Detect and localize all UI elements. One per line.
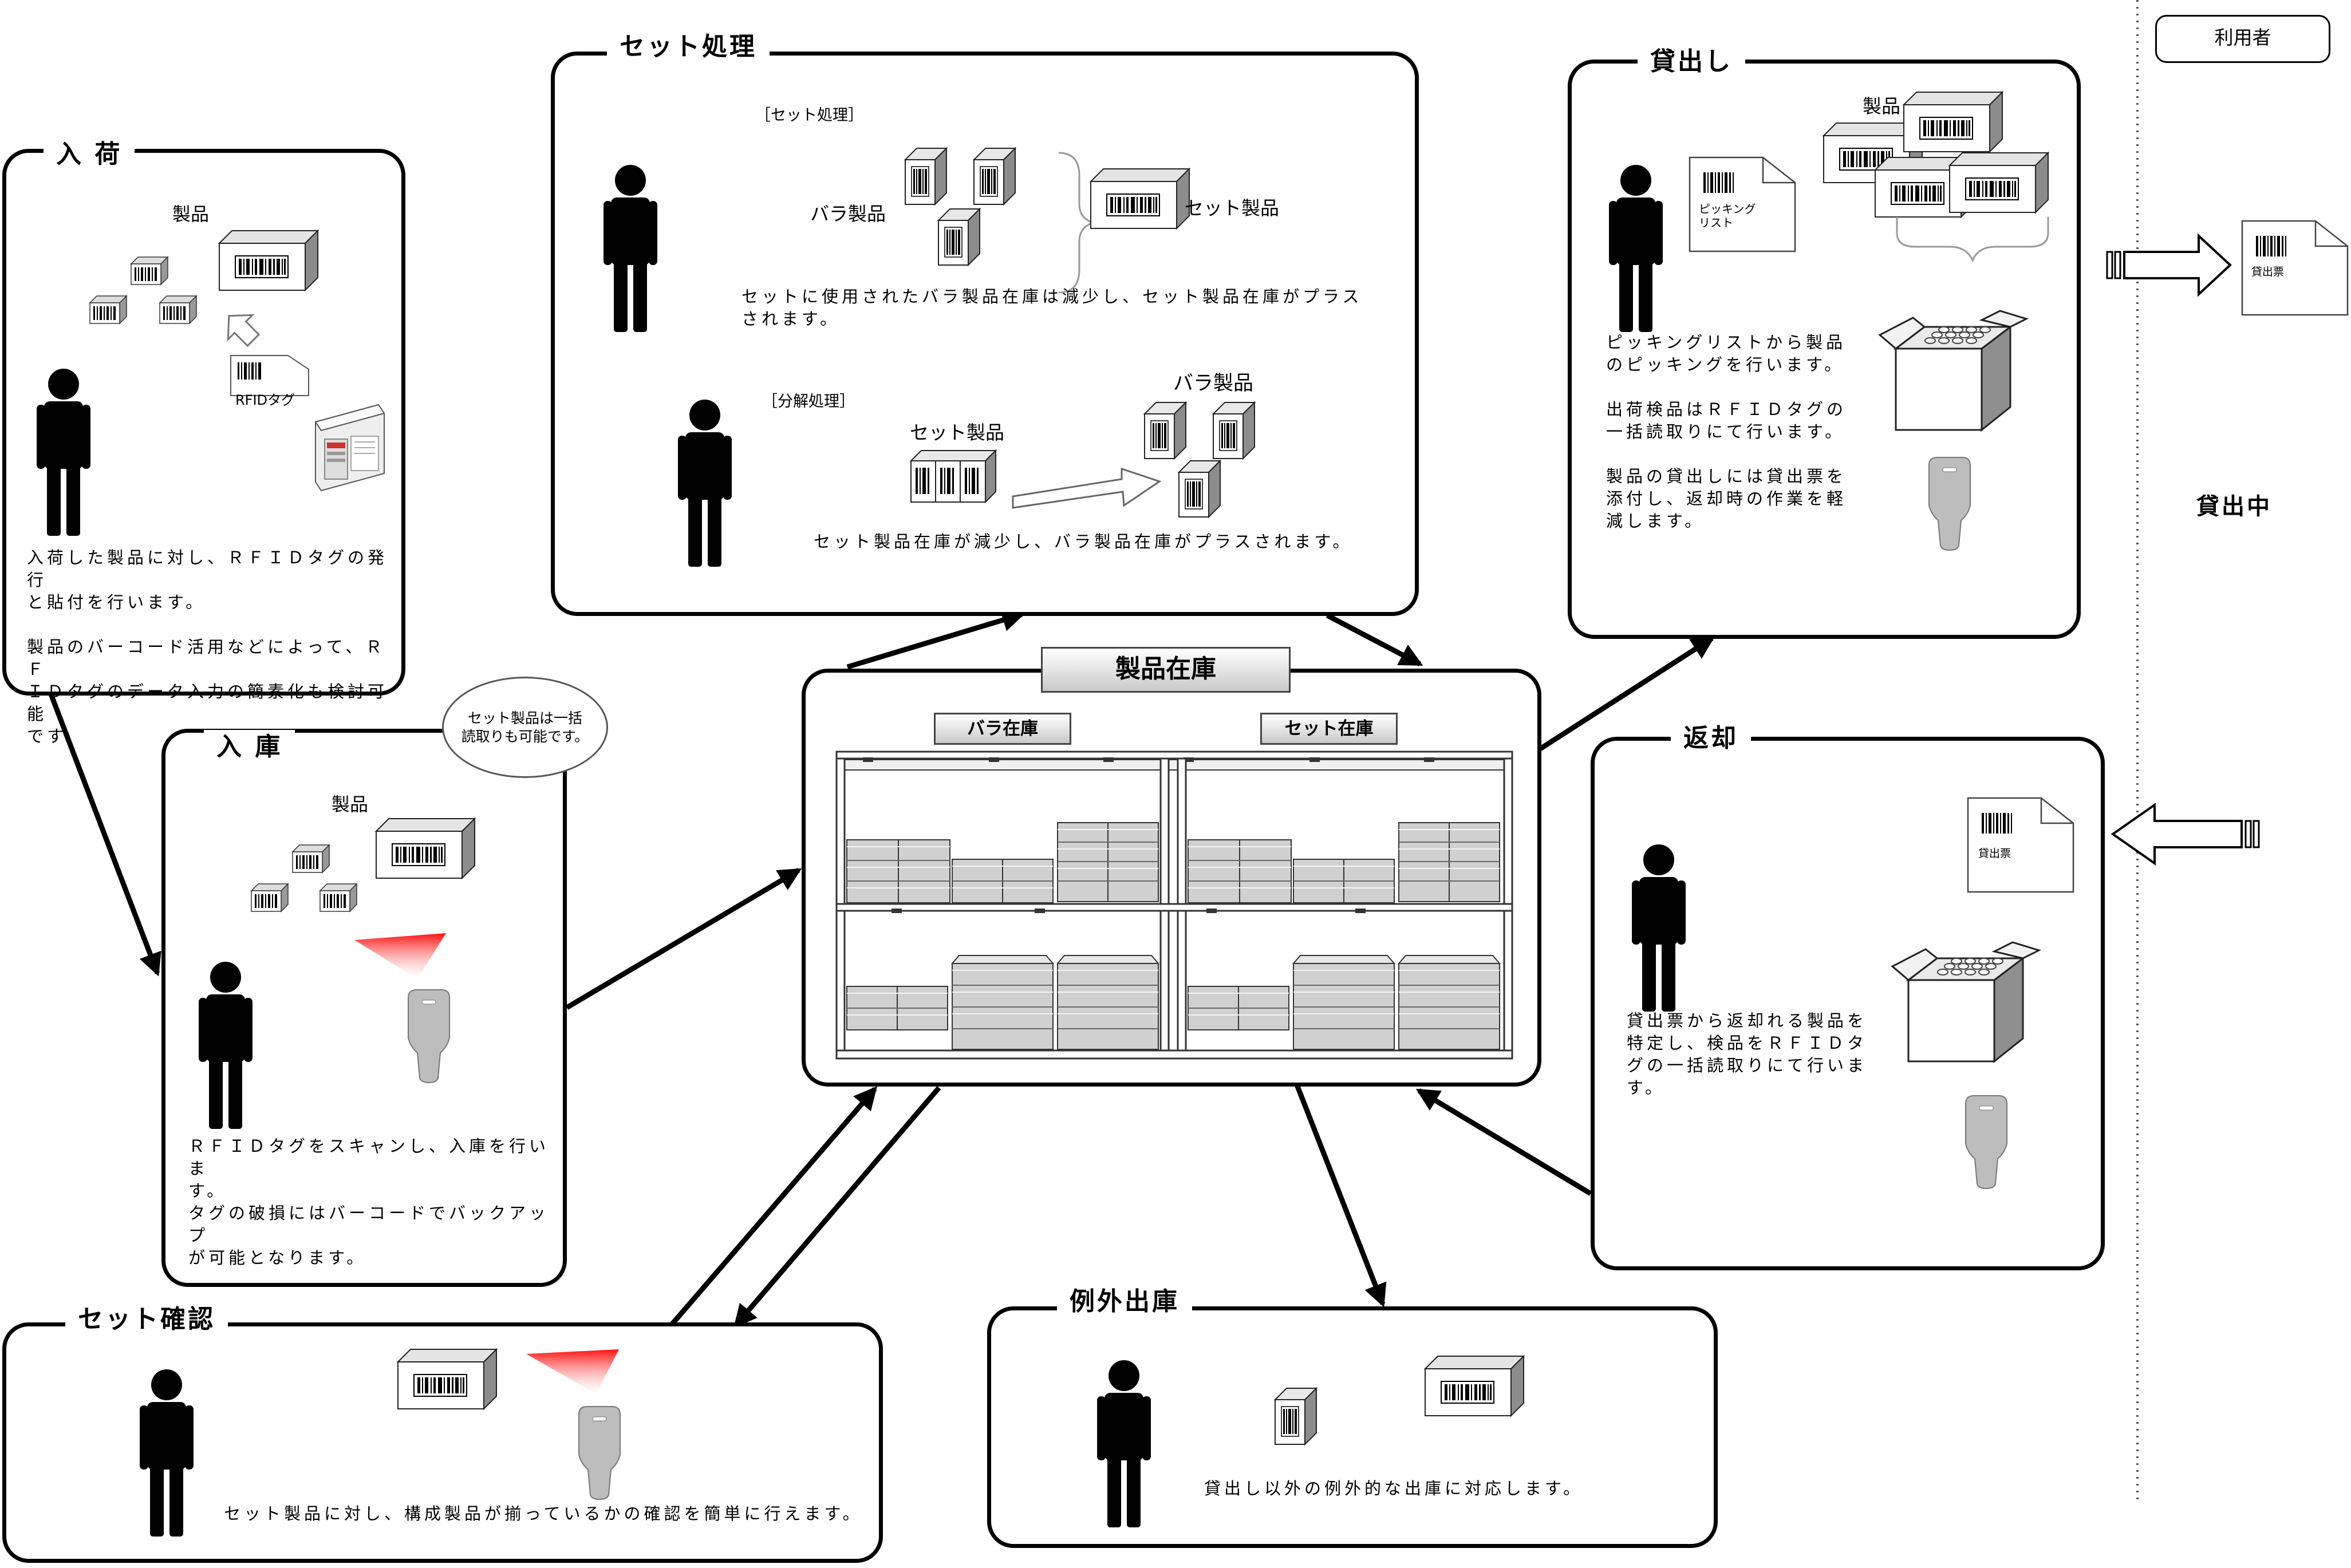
- bunkai-description: セット製品在庫が減少し、バラ製品在庫がプラスされます。: [814, 532, 1353, 551]
- rfid-scanner-icon: [408, 989, 450, 1083]
- nyuuka-rfid-tag-label: RFIDタグ: [235, 392, 295, 408]
- bunkai-set-label: セット製品: [910, 421, 1004, 444]
- picking-list-label: ピッキング リスト: [1699, 202, 1756, 230]
- set-kakunin-title: セット確認: [65, 1302, 228, 1337]
- arrow-nyuuko-to-inventory: [565, 868, 802, 1010]
- kashidashi-product-label: 製品: [1863, 95, 1900, 117]
- rfid-printer-icon: [314, 404, 385, 492]
- reigai-description: 貸出し以外の例外的な出庫に対応します。: [1204, 1479, 1584, 1498]
- reigai-title: 例外出庫: [1057, 1285, 1192, 1319]
- nyuuko-description: ＲＦＩＤタグをスキャンし、入庫を行いま す。 タグの破損にはバーコードでバックア…: [188, 1136, 550, 1267]
- henkyaku-slip-label: 貸出票: [1978, 847, 2011, 860]
- arrow-inventory-to-kashidashi: [1539, 636, 1715, 751]
- bunkai-subheading: ［分解処理］: [762, 393, 855, 410]
- nyuuka-description: 入荷した製品に対し、ＲＦＩＤタグの発行 と貼付を行います。 製品のバーコード活用…: [27, 548, 388, 746]
- bunkai-bara-label: バラ製品: [1173, 372, 1254, 395]
- flow-arrows: [48, 609, 1715, 1328]
- bara-stock-label: バラ在庫: [934, 713, 1071, 745]
- lend-out-arrow: [2106, 233, 2232, 297]
- rfid-scanner-icon: [578, 1406, 621, 1500]
- set-shori-subheading: ［セット処理］: [755, 106, 863, 124]
- scan-beam-icon: [354, 933, 446, 979]
- rfid-scanner-icon: [1928, 457, 1971, 551]
- nyuuko-product-label: 製品: [332, 793, 369, 815]
- reigai-graphics: [1097, 1356, 1524, 1527]
- panel-nyuuka: 製品 RFIDタグ 入荷した製品に対し、ＲＦＩＤタグの発行 と貼付を行います。 …: [2, 149, 405, 746]
- scan-beam-icon: [526, 1349, 619, 1394]
- set-shori-set-label: セット製品: [1185, 197, 1279, 219]
- arrow-set-to-inventory: [1326, 613, 1423, 666]
- panel-reigai: 貸出し以外の例外的な出庫に対応します。: [987, 1306, 1718, 1548]
- arrow-setkakunin-to-inventory: [669, 1086, 877, 1327]
- user-slip-label: 貸出票: [2251, 266, 2285, 278]
- return-in-arrow: [2111, 803, 2260, 866]
- user-status: 貸出中: [2196, 493, 2272, 520]
- user-header: 利用者: [2155, 15, 2330, 63]
- arrow-inventory-to-setkakunin: [733, 1086, 941, 1328]
- rfid-scanner-icon: [1965, 1095, 2007, 1189]
- set-shori-bara-label: バラ製品: [810, 203, 886, 225]
- inventory-shelf-graphics: [835, 751, 1513, 1060]
- arrow-inventory-to-reigai: [1294, 1084, 1387, 1308]
- set-shori-description: セットに使用されたバラ製品在庫は減少し、セット製品在庫がプラス されます。: [741, 287, 1363, 329]
- panel-set-kakunin: セット製品に対し、構成製品が揃っているかの確認を簡単に行えます。: [2, 1322, 883, 1563]
- nyuuko-balloon: セット製品は一括 読取りも可能です。: [442, 677, 608, 778]
- panel-kashidashi: 製品 ピッキング リスト ピッキングリストから製品 のピッキングを行います。 出…: [1568, 60, 2081, 639]
- set-to-bara-arrow-icon: [1012, 467, 1162, 509]
- arrow-inventory-to-set: [846, 609, 1025, 670]
- kashidashi-description: ピッキングリストから製品 のピッキングを行います。 出荷検品はＲＦＩＤタグの 一…: [1606, 333, 1847, 531]
- panel-set-shori: ［セット処理］ バラ製品 セット製品 セットに使用されたバラ製品在庫は減少し、セ…: [551, 52, 1419, 616]
- henkyaku-description: 貸出票から返却れる製品を 特定し、検品をＲＦＩＤタ グの一括読取りにて行いま す…: [1627, 1011, 1868, 1097]
- kashidashi-title: 貸出し: [1638, 45, 1745, 79]
- panel-inventory: バラ在庫 セット在庫: [802, 669, 1541, 1087]
- arrow-nyuuka-to-nyuuko: [48, 692, 161, 977]
- set-stock-label: セット在庫: [1260, 713, 1398, 745]
- nyuuka-title: 入 荷: [44, 137, 135, 172]
- arrow-henkyaku-to-inventory: [1415, 1088, 1592, 1196]
- set-kakunin-description: セット製品に対し、構成製品が揃っているかの確認を簡単に行えます。: [224, 1504, 863, 1523]
- set-shori-graphics: [603, 148, 1255, 567]
- henkyaku-graphics: [1632, 797, 2074, 1189]
- nyuuka-graphics: [37, 230, 385, 536]
- nyuuko-graphics: [199, 818, 475, 1129]
- nyuuko-title: 入 庫: [204, 730, 295, 764]
- henkyaku-title: 返却: [1671, 721, 1751, 756]
- panel-henkyaku: 貸出票 貸出票から返却れる製品を 特定し、検品をＲＦＩＤタ グの一括読取りにて行…: [1591, 737, 2105, 1270]
- nyuuka-product-label: 製品: [172, 203, 210, 225]
- set-shori-title: セット処理: [607, 30, 770, 64]
- inventory-title: 製品在庫: [1041, 647, 1291, 693]
- kashidashi-graphics: [1609, 92, 2049, 551]
- set-kakunin-graphics: [140, 1349, 621, 1537]
- panel-nyuuko: 製品 ＲＦＩＤタグをスキャンし、入庫を行いま す。 タグの破損にはバーコードでバ…: [161, 729, 567, 1287]
